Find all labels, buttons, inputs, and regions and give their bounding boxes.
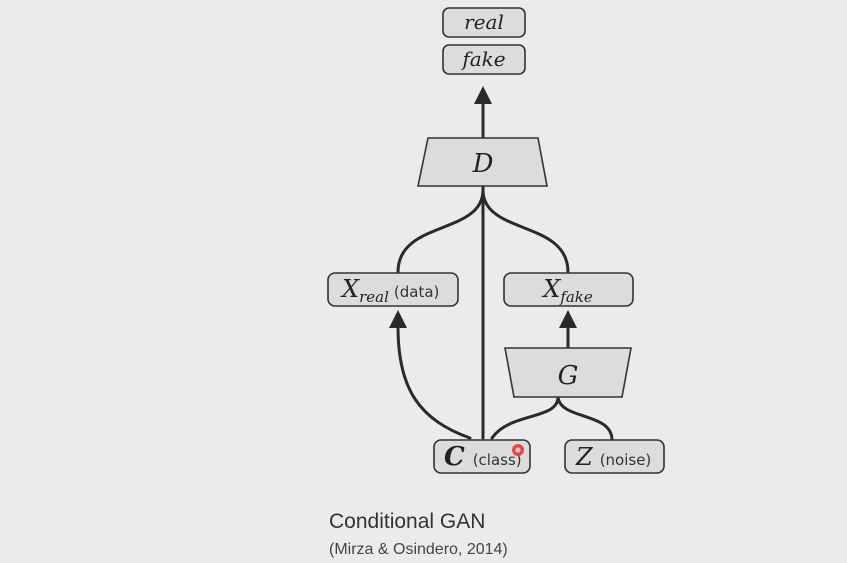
generator-block: G <box>504 347 632 398</box>
output-fake-label: fake <box>460 47 505 71</box>
noise-note: (noise) <box>600 451 652 469</box>
caption-citation: (Mirza & Osindero, 2014) <box>329 541 508 558</box>
xreal-symbol: X <box>340 275 360 303</box>
output-real-label: real <box>464 10 504 34</box>
edge-noise-to-generator <box>556 395 614 442</box>
edge-class-to-generator <box>490 395 560 440</box>
xreal-note: (data) <box>394 283 440 301</box>
connector-lines <box>396 98 614 442</box>
edge-class-to-xreal <box>396 325 472 440</box>
edge-discriminator-to-xreal <box>396 188 485 274</box>
noise-input-label: Z (noise) <box>575 443 651 471</box>
xreal-label: Xreal (data) <box>340 275 439 306</box>
discriminator-block: D <box>417 137 548 187</box>
noise-input-box: Z (noise) <box>564 439 665 474</box>
class-input-box: C (class) <box>433 439 531 474</box>
class-note: (class) <box>473 451 522 469</box>
edge-discriminator-to-xfake <box>481 188 570 274</box>
xfake-box: Xfake <box>503 272 634 307</box>
xreal-box: Xreal (data) <box>327 272 459 307</box>
output-real-box: real <box>442 7 526 38</box>
output-fake-box: fake <box>442 44 526 75</box>
generator-symbol: G <box>558 361 579 391</box>
arrowhead-output <box>474 86 492 104</box>
xfake-label: Xfake <box>541 275 593 306</box>
xfake-subscript: fake <box>559 288 593 306</box>
discriminator-symbol: D <box>472 149 494 179</box>
arrowhead-xreal <box>389 310 407 328</box>
class-symbol: C <box>444 442 465 472</box>
arrowhead-xfake <box>559 310 577 328</box>
caption-title: Conditional GAN <box>329 510 486 533</box>
xreal-subscript: real <box>359 288 389 306</box>
pointer-marker-icon <box>512 444 524 456</box>
class-input-label: C (class) <box>444 442 522 472</box>
xfake-symbol: X <box>541 275 561 303</box>
noise-symbol: Z <box>575 443 594 471</box>
